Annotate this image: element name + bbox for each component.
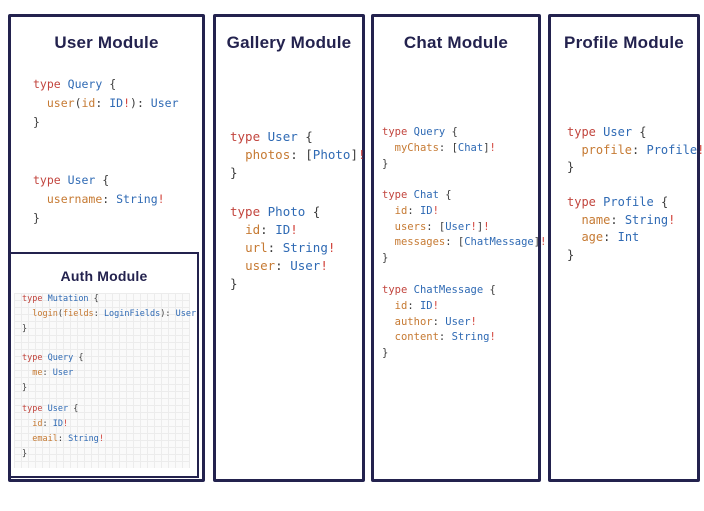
panel-title-gallery-module: Gallery Module: [226, 33, 352, 52]
code-block-chatmessage-type: type ChatMessage { id: ID! author: User!…: [382, 284, 496, 360]
code-block-chat-type: type Chat { id: ID! users: [User!]! mess…: [382, 189, 547, 265]
panel-chat-module: Chat Module type Query { myChats: [Chat]…: [371, 14, 546, 482]
code-block-gallery-photo-type: type Photo { id: ID! url: String! user: …: [230, 204, 336, 291]
code-block-chat-query: type Query { myChats: [Chat]!}: [382, 126, 496, 170]
panel-title-user-module: User Module: [54, 33, 159, 52]
code-block-gallery-user-type: type User { photos: [Photo]!}: [230, 129, 366, 180]
code-block-auth-query: type Query { me: User}: [22, 353, 84, 393]
code-block-profile-type: type Profile { name: String! age: Int}: [567, 195, 676, 262]
code-block-user-type: type User { username: String!}: [33, 173, 165, 225]
panel-gallery-module: Gallery Module type User { photos: [Phot…: [213, 14, 366, 482]
panel-title-chat-module: Chat Module: [403, 33, 509, 52]
code-block-user-query: type Query { user(id: ID!): User}: [33, 77, 179, 129]
panel-profile-module: Profile Module type User { profile: Prof…: [548, 14, 704, 482]
code-block-profile-user-type: type User { profile: Profile!}: [567, 125, 704, 174]
auth-code-grid-background: [14, 293, 190, 468]
panel-title-auth-module: Auth Module: [60, 268, 148, 284]
code-block-auth-user-type: type User { id: ID! email: String!}: [22, 404, 104, 459]
panel-title-profile-module: Profile Module: [564, 33, 684, 52]
panel-user-module: User Module type Query { user(id: ID!): …: [8, 14, 205, 482]
panel-auth-module: Auth Module type Mutation { login(fields…: [9, 252, 199, 478]
code-block-auth-mutation: type Mutation { login(fields: LoginField…: [22, 294, 197, 334]
